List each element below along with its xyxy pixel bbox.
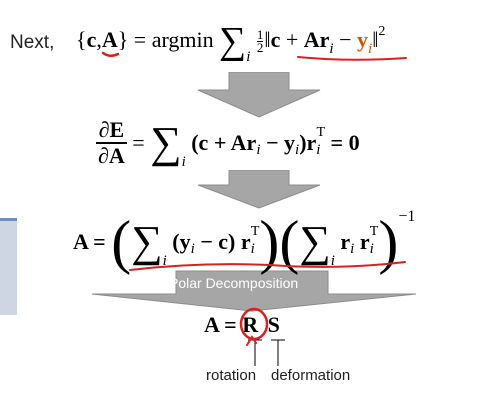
equals: = (132, 130, 145, 155)
squared: 2 (378, 24, 386, 39)
arrow-down-2 (197, 170, 321, 209)
rotation-matrix-R: R (242, 312, 259, 337)
transpose: T (369, 224, 379, 239)
plus: + (285, 27, 299, 52)
minus-y: − y (260, 130, 296, 155)
var-c: c (270, 27, 281, 52)
minus: − (339, 27, 352, 52)
c-plus-Ar: (c + Ar (191, 130, 257, 155)
var-r: r (340, 228, 351, 254)
argmin-equation: {c,A} = argmin ∑i 1 2 ‖c + Ari − yi‖2 (76, 22, 385, 66)
norm-open: ‖ (264, 27, 271, 52)
r-index: i (369, 241, 374, 257)
rotation-label: rotation (206, 367, 257, 384)
underline-solution (129, 261, 406, 271)
transpose: T (316, 125, 326, 141)
tick-R (246, 335, 257, 346)
inverse-exponent: −1 (398, 208, 416, 225)
arrow-down-3 (91, 270, 417, 312)
dA: ∂A (98, 143, 125, 168)
arrow-down-1 (197, 72, 321, 118)
equals: = (133, 27, 147, 52)
transpose: T (250, 224, 260, 239)
comma: , (96, 27, 102, 52)
equals-zero: = 0 (330, 130, 360, 155)
r-index: i (250, 241, 255, 257)
var-r: r (354, 228, 370, 254)
gradient-equation: ∂E ∂A = ∑i (c + Ari − yi)riT = 0 (96, 118, 360, 171)
sum-index: i (330, 253, 335, 269)
var-c: c (86, 27, 97, 52)
sum-symbol: ∑ (150, 118, 182, 167)
half-denominator: 2 (256, 40, 264, 56)
y-index: i (190, 241, 195, 257)
next-label: Next, (10, 32, 55, 53)
half-numerator: 1 (256, 27, 264, 43)
sum-index: i (246, 49, 251, 65)
y-index: i (368, 41, 373, 57)
minus-c-r: − c) r (194, 228, 251, 254)
underline-A (101, 51, 120, 57)
sum-index: i (162, 253, 167, 269)
sum-symbol: ∑ (219, 20, 247, 62)
rbrace: } (117, 27, 129, 52)
argmin-text: argmin (151, 27, 214, 52)
left-panel-fragment (0, 218, 17, 315)
lbrace: { (76, 27, 87, 52)
partial-derivative: ∂E ∂A (96, 118, 127, 168)
sum-symbol: ∑ (131, 216, 163, 266)
A-equals: A = (204, 312, 237, 337)
A-equals: A = (73, 228, 106, 254)
r-index: i (329, 41, 334, 57)
r-index: i (256, 142, 261, 159)
deformation-matrix-S: S (267, 312, 280, 337)
y-term: (y (172, 228, 191, 254)
times-r: )r (299, 130, 317, 155)
polar-decomposition-label: Polar Decomposition (169, 275, 299, 291)
polar-equation: A = R S (204, 312, 280, 338)
solution-equation: A = (∑i (yi − c) riT)(∑i ri riT)−1 (73, 208, 416, 275)
r-index: i (316, 142, 321, 159)
y-index: i (295, 142, 300, 159)
var-A: A (303, 27, 320, 52)
sum-symbol: ∑ (299, 216, 331, 266)
one-half: 1 2 (256, 27, 264, 56)
r-index: i (350, 241, 355, 257)
dE: ∂E (96, 118, 127, 144)
var-r: r (319, 27, 330, 52)
underline-norm-term (297, 56, 407, 61)
var-y: y (357, 27, 369, 52)
norm-close: ‖ (372, 27, 379, 52)
sum-index: i (181, 154, 186, 171)
var-A: A (101, 27, 118, 52)
deformation-label: deformation (271, 367, 351, 384)
circle-R (239, 307, 269, 341)
